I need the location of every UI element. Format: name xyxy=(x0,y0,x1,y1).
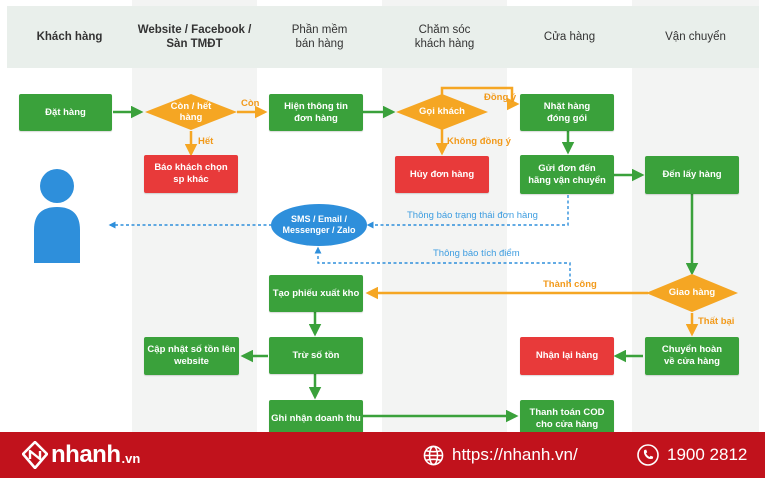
node-thanh-toan: Thanh toán COD cho cửa hàng xyxy=(520,400,614,432)
decision-giao-hang xyxy=(646,274,738,312)
sms-channel-ellipse xyxy=(271,204,367,246)
lane-header-khach-hang: Khách hàng xyxy=(36,30,103,43)
label-con: Còn xyxy=(241,98,260,109)
label-thong-bao-tich-diem: Thông báo tích điểm xyxy=(433,248,520,259)
phone-icon xyxy=(637,444,659,466)
node-cap-nhat: Cập nhật số tồn lên website xyxy=(144,337,239,375)
node-bao-khach: Báo khách chọn sp khác xyxy=(144,155,238,193)
label-khong-dong-y: Không đồng ý xyxy=(447,136,511,147)
label-dong-y: Đồng ý xyxy=(484,92,517,103)
decision-con-het-hang xyxy=(145,94,237,130)
node-nhat-hang: Nhặt hàng đóng gói xyxy=(520,94,614,131)
label-thanh-cong: Thành công xyxy=(543,279,597,290)
edge-dong-y xyxy=(440,86,520,111)
lane-header-website: Website / Facebook / Sàn TMĐT xyxy=(137,23,252,50)
brand-logo[interactable]: nhanh .vn xyxy=(22,440,140,470)
nhanh-logo-icon xyxy=(22,441,48,469)
website-url: https://nhanh.vn/ xyxy=(452,445,578,464)
node-tru-so-ton: Trừ số tồn xyxy=(269,337,363,374)
lane-bg-cham-soc xyxy=(382,0,507,432)
node-gui-don: Gửi đơn đến hãng vận chuyển xyxy=(520,155,614,194)
node-con-het-hang: Còn / hết hàng xyxy=(170,100,212,123)
label-that-bai: Thất bại xyxy=(698,316,735,327)
header-band xyxy=(7,6,759,68)
edge-thong-bao-trang-thai xyxy=(366,195,569,229)
lane-header-cham-soc: Chăm sóc khách hàng xyxy=(414,23,475,50)
lane-header-van-chuyen: Vận chuyển xyxy=(665,30,726,43)
footer-website[interactable]: https://nhanh.vn/ xyxy=(423,442,578,468)
node-nhan-lai: Nhận lại hàng xyxy=(520,337,614,375)
lane-header-phan-mem: Phần mềm bán hàng xyxy=(291,23,348,50)
edge-thong-bao-tich-diem xyxy=(314,246,571,282)
globe-icon xyxy=(423,445,444,465)
decision-goi-khach xyxy=(396,94,488,130)
phone-number: 1900 2812 xyxy=(667,445,748,464)
footer-phone[interactable]: 1900 2812 xyxy=(637,442,747,468)
footer-bar: nhanh .vn https://nhanh.vn/ 1900 2812 xyxy=(0,432,765,478)
node-tao-phieu: Tạo phiếu xuất kho xyxy=(269,275,363,312)
brand-name: nhanh xyxy=(51,441,121,468)
connectors xyxy=(34,86,738,423)
label-het: Hết xyxy=(198,136,214,147)
node-goi-khach: Gọi khách xyxy=(419,106,465,118)
person-icon xyxy=(34,169,80,263)
node-giao-hang: Giao hàng xyxy=(668,287,716,299)
node-ghi-nhan: Ghi nhận doanh thu xyxy=(269,400,363,432)
node-hien-thong-tin: Hiện thông tin đơn hàng xyxy=(269,94,363,131)
node-dat-hang: Đặt hàng xyxy=(19,94,112,131)
label-thong-bao-trang-thai: Thông báo trạng thái đơn hàng xyxy=(407,210,538,221)
node-den-lay-hang: Đến lấy hàng xyxy=(645,156,739,194)
flowchart: Khách hàng Website / Facebook / Sàn TMĐT… xyxy=(7,0,759,432)
brand-tld: .vn xyxy=(121,450,141,466)
node-chuyen-hoan: Chuyển hoàn về cửa hàng xyxy=(645,337,739,375)
node-huy-don: Hủy đơn hàng xyxy=(395,156,489,193)
node-sms: SMS / Email / Messenger / Zalo xyxy=(282,214,356,235)
lane-header-cua-hang: Cửa hàng xyxy=(543,30,596,43)
